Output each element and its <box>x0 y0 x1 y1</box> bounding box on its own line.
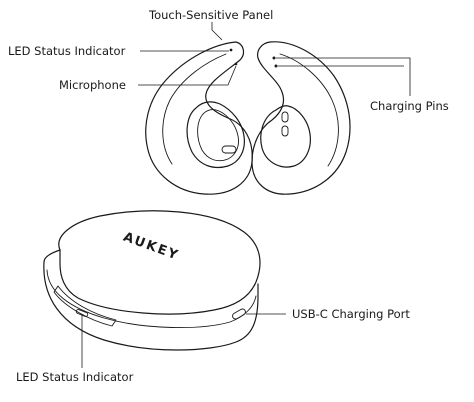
left-earbud-hook-inner <box>162 53 227 165</box>
leader-charging-pins <box>276 57 411 96</box>
case-left-edge <box>43 249 61 263</box>
label-charging-pins: Charging Pins <box>370 99 449 113</box>
left-earbud-mic-dot <box>234 62 238 66</box>
right-earbud <box>251 41 351 195</box>
left-earbud-speaker-pad <box>197 109 239 162</box>
charging-pin-dot-1 <box>272 56 276 60</box>
right-earbud-contact-upper <box>281 111 289 123</box>
case-led-slot <box>75 309 89 317</box>
leader-lines <box>81 22 411 368</box>
callouts: Touch-Sensitive Panel LED Status Indicat… <box>8 8 449 384</box>
case-lid <box>58 210 261 315</box>
label-touch-panel: Touch-Sensitive Panel <box>148 8 273 22</box>
left-earbud-speaker <box>186 101 245 169</box>
leader-microphone <box>138 65 237 86</box>
left-earbud-vent <box>221 145 237 154</box>
label-led-earbud: LED Status Indicator <box>8 44 126 58</box>
label-microphone: Microphone <box>59 78 126 92</box>
left-earbud <box>145 41 253 195</box>
left-earbud-led-dot <box>229 48 233 52</box>
case-usbc-port <box>232 308 246 320</box>
right-earbud-contact-lower <box>281 125 289 137</box>
right-earbud-speaker <box>260 105 311 168</box>
right-earbud-hook-outer <box>251 41 351 195</box>
right-earbud-hook-inner <box>279 53 339 167</box>
case-base <box>43 261 259 351</box>
charging-pin-dot-2 <box>274 64 278 68</box>
case-front-slot <box>53 285 117 327</box>
leader-touch-panel <box>211 22 223 41</box>
label-usbc-port: USB-C Charging Port <box>292 307 410 321</box>
case-brand-text: AUKEY <box>121 230 181 264</box>
left-earbud-hook-outer <box>145 41 253 195</box>
label-led-case: LED Status Indicator <box>16 370 134 384</box>
charging-case: AUKEY <box>43 210 261 351</box>
